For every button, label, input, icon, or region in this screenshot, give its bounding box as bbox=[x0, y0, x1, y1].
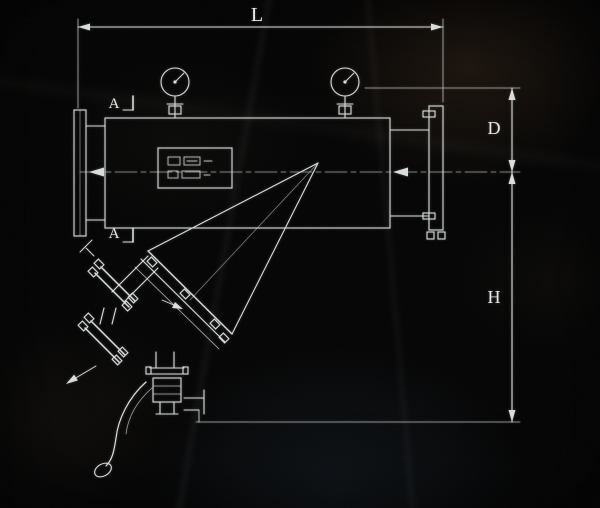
technical-drawing: L bbox=[0, 0, 600, 508]
grain-overlay bbox=[0, 0, 600, 508]
blueprint-photo: L bbox=[0, 0, 600, 508]
